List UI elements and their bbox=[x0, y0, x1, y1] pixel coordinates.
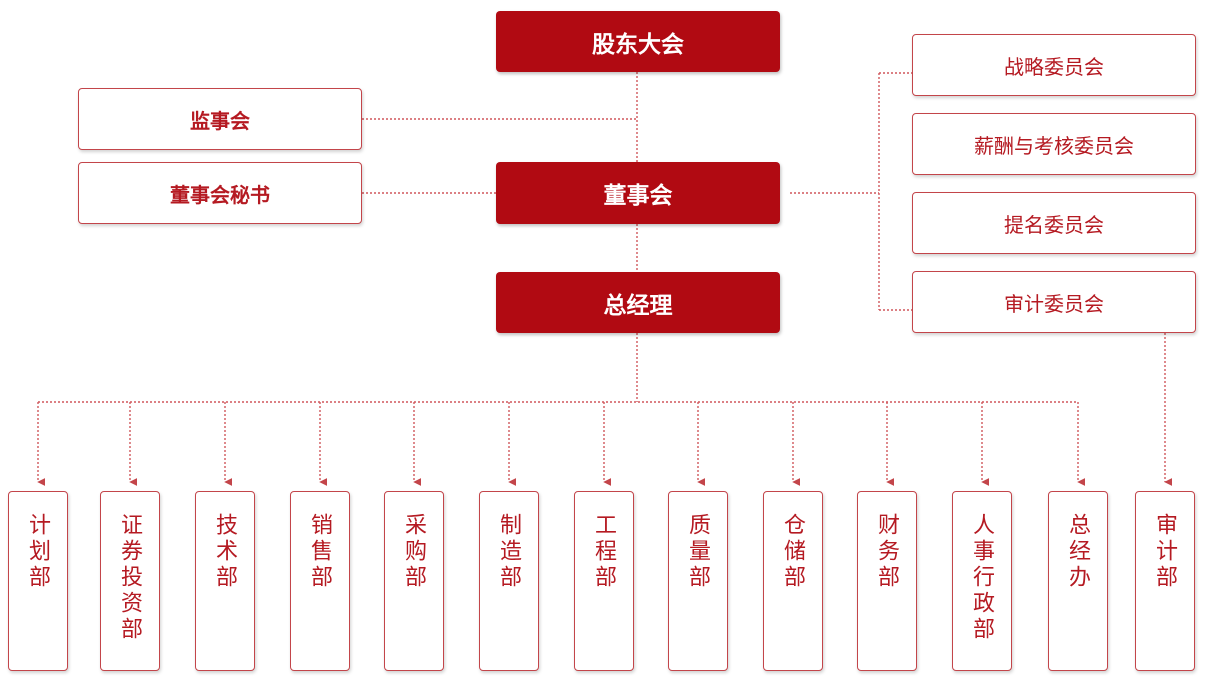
committee-label: 战略委员会 bbox=[1004, 56, 1104, 79]
department-label: 总经办 bbox=[1066, 513, 1091, 591]
department-box: 销售部 bbox=[290, 491, 350, 671]
department-label: 计划部 bbox=[26, 513, 51, 591]
department-box: 制造部 bbox=[479, 491, 539, 671]
department-box: 技术部 bbox=[195, 491, 255, 671]
board-secretary-label: 董事会秘书 bbox=[170, 184, 270, 207]
department-label: 工程部 bbox=[592, 513, 617, 591]
general-manager-label: 总经理 bbox=[603, 291, 673, 318]
board-secretary-box: 董事会秘书 bbox=[78, 162, 362, 224]
general-manager-box: 总经理 bbox=[496, 272, 780, 333]
department-label: 制造部 bbox=[497, 513, 522, 591]
committee-label: 薪酬与考核委员会 bbox=[974, 135, 1134, 158]
department-box: 财务部 bbox=[857, 491, 917, 671]
department-box: 总经办 bbox=[1048, 491, 1108, 671]
department-label: 审计部 bbox=[1153, 513, 1178, 591]
department-label: 销售部 bbox=[308, 513, 333, 591]
department-label: 人事行政部 bbox=[970, 513, 995, 643]
department-box: 计划部 bbox=[8, 491, 68, 671]
department-label: 证券投资部 bbox=[118, 513, 143, 643]
department-box: 审计部 bbox=[1135, 491, 1195, 671]
committee-box: 审计委员会 bbox=[912, 271, 1196, 333]
committee-box: 提名委员会 bbox=[912, 192, 1196, 254]
committee-box: 薪酬与考核委员会 bbox=[912, 113, 1196, 175]
department-label: 质量部 bbox=[686, 513, 711, 591]
supervisory-board-label: 监事会 bbox=[190, 110, 250, 133]
shareholders-meeting-label: 股东大会 bbox=[592, 30, 684, 57]
department-box: 仓储部 bbox=[763, 491, 823, 671]
department-box: 证券投资部 bbox=[100, 491, 160, 671]
department-box: 工程部 bbox=[574, 491, 634, 671]
department-label: 财务部 bbox=[875, 513, 900, 591]
department-label: 技术部 bbox=[213, 513, 238, 591]
board-of-directors-box: 董事会 bbox=[496, 162, 780, 224]
supervisory-board-box: 监事会 bbox=[78, 88, 362, 150]
department-box: 采购部 bbox=[384, 491, 444, 671]
department-label: 采购部 bbox=[402, 513, 427, 591]
committee-label: 提名委员会 bbox=[1004, 214, 1104, 237]
department-label: 仓储部 bbox=[781, 513, 806, 591]
committee-label: 审计委员会 bbox=[1004, 293, 1104, 316]
shareholders-meeting-box: 股东大会 bbox=[496, 11, 780, 72]
department-box: 人事行政部 bbox=[952, 491, 1012, 671]
committee-box: 战略委员会 bbox=[912, 34, 1196, 96]
department-box: 质量部 bbox=[668, 491, 728, 671]
board-of-directors-label: 董事会 bbox=[603, 182, 673, 208]
